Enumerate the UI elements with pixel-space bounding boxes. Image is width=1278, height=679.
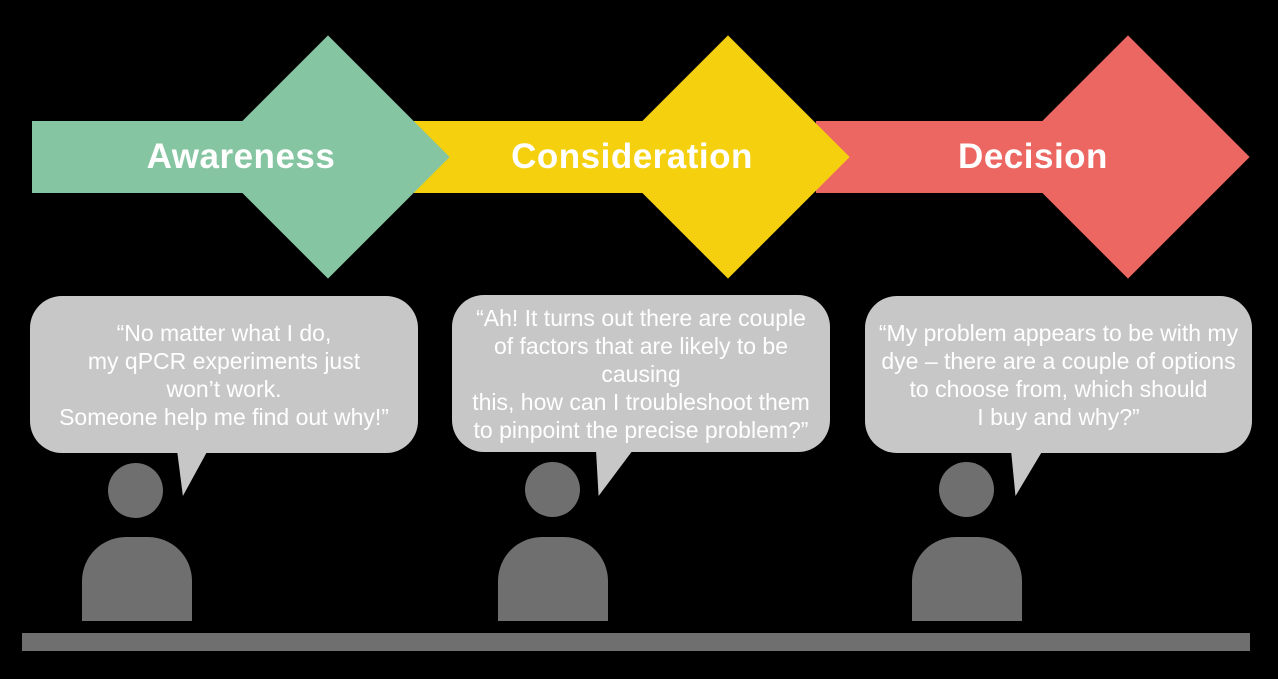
quote-consideration: “Ah! It turns out there are couple of fa… [472,304,810,443]
stage-label-awareness: Awareness [146,137,336,176]
stage-label-decision: Decision [958,137,1108,176]
quote-decision: “My problem appears to be with my dye – … [878,319,1239,430]
person-head-icon [108,463,163,518]
speech-bubble-tail-decision-icon [1011,450,1043,496]
person-torso-icon [912,537,1022,621]
quote-awareness: “No matter what I do, my qPCR experiment… [59,319,389,430]
person-head-icon [939,462,994,517]
floor-line [22,633,1250,651]
speech-bubble-tail-consideration-icon [596,450,633,496]
person-torso-icon [498,537,608,621]
person-torso-icon [82,537,192,621]
speech-bubble-decision: “My problem appears to be with my dye – … [865,296,1252,453]
speech-bubble-tail-awareness-icon [177,450,208,496]
speech-bubble-consideration: “Ah! It turns out there are couple of fa… [452,295,830,452]
speech-bubble-awareness: “No matter what I do, my qPCR experiment… [30,296,418,453]
stage-label-consideration: Consideration [511,137,753,176]
person-head-icon [525,462,580,517]
